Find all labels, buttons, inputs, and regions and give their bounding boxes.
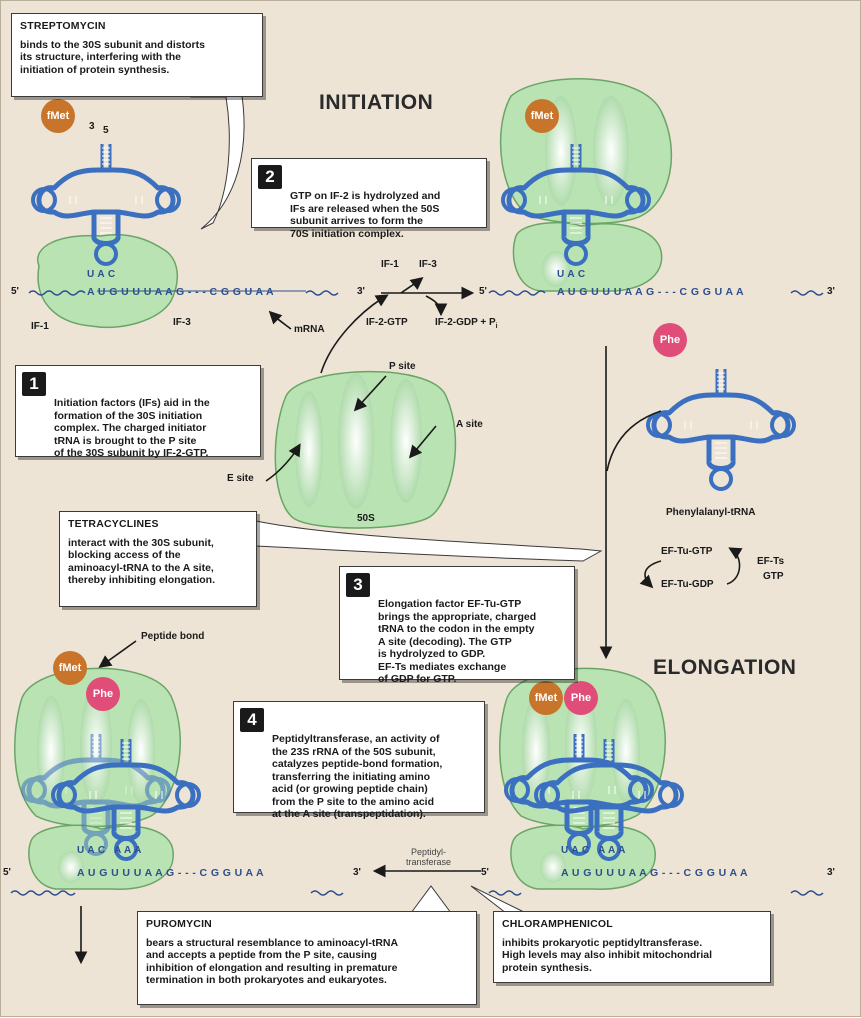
callout-chloramphenicol: CHLORAMPHENICOL inhibits prokaryotic pep… xyxy=(493,911,771,983)
step-4-box: 4 Peptidyltransferase, an activity of th… xyxy=(233,701,485,813)
label-3-prime-tl: 3' xyxy=(357,286,365,297)
label-a-site: A site xyxy=(456,419,483,430)
label-5-prime-tl: 5' xyxy=(11,286,19,297)
phe-badge-right: Phe xyxy=(564,681,598,715)
callout-chloramphenicol-title: CHLORAMPHENICOL xyxy=(502,918,762,931)
step-4-number: 4 xyxy=(240,708,264,732)
label-p-site: P site xyxy=(389,361,416,372)
fmet-badge-left: fMet xyxy=(53,651,87,685)
callout-puromycin-title: PUROMYCIN xyxy=(146,918,468,931)
callout-streptomycin-pointer xyxy=(186,89,244,229)
heading-initiation: INITIATION xyxy=(319,91,433,115)
arrow-mrna-label xyxy=(271,313,291,329)
arrow-eftu-cycle-a xyxy=(645,561,661,586)
label-if1: IF-1 xyxy=(31,321,49,332)
callout-streptomycin-body: binds to the 30S subunit and distorts it… xyxy=(20,39,254,77)
label-3-prime-trna: 3 xyxy=(89,121,95,132)
label-50s: 50S xyxy=(357,513,375,524)
label-3-prime-tr: 3' xyxy=(827,286,835,297)
label-peptidyl-transferase: Peptidyl- transferase xyxy=(406,847,451,867)
arrow-if-release xyxy=(401,279,421,293)
label-3-prime-bl: 3' xyxy=(353,867,361,878)
label-phenylalanyl-trna: Phenylalanyl-tRNA xyxy=(666,507,755,518)
anticodon-right-a: A A A xyxy=(598,845,626,856)
trna-phe-free xyxy=(648,369,794,489)
callout-tetracyclines-title: TETRACYCLINES xyxy=(68,518,248,531)
fmet-badge-70s: fMet xyxy=(525,99,559,133)
step-1-number: 1 xyxy=(22,372,46,396)
callout-puromycin: PUROMYCIN bears a structural resemblance… xyxy=(137,911,477,1005)
label-efts: EF-Ts xyxy=(757,556,784,567)
callout-chloramphenicol-pointer xyxy=(471,886,526,913)
fmet-badge-initiation: fMet xyxy=(41,99,75,133)
fmet-badge-right: fMet xyxy=(529,681,563,715)
phe-badge-free: Phe xyxy=(653,323,687,357)
step-3-number: 3 xyxy=(346,573,370,597)
mrna-sequence-bl: A U G U U U A A G - - - C G G U A A xyxy=(77,867,264,879)
anticodon-right-p: U A C xyxy=(561,845,589,856)
step-1-box: 1 Initiation factors (IFs) aid in the fo… xyxy=(15,365,261,457)
label-mrna: mRNA xyxy=(294,324,325,335)
anticodon-left-a: A A A xyxy=(114,845,142,856)
label-5-prime-trna: 5 xyxy=(103,125,109,136)
heading-elongation: ELONGATION xyxy=(653,656,796,680)
mrna-sequence-tl: A U G U U U A A G - - - C G G U A A xyxy=(87,286,274,298)
step-3-box: 3 Elongation factor EF-Tu-GTP brings the… xyxy=(339,566,575,680)
step-2-box: 2 GTP on IF-2 is hydrolyzed and IFs are … xyxy=(251,158,487,228)
callout-streptomycin-title: STREPTOMYCIN xyxy=(20,20,254,33)
callout-puromycin-body: bears a structural resemblance to aminoa… xyxy=(146,937,468,987)
anticodon-left-p: U A C xyxy=(77,845,105,856)
arrow-50s-joins xyxy=(321,296,386,373)
callout-chloramphenicol-body: inhibits prokaryotic peptidyltransferase… xyxy=(502,937,762,975)
label-if2-gtp: IF-2-GTP xyxy=(366,317,408,328)
arrow-if2gdp xyxy=(426,296,441,313)
label-gtp: GTP xyxy=(763,571,784,582)
mrna-sequence-tr: A U G U U U A A G - - - C G G U A A xyxy=(557,286,744,298)
callout-tetracyclines-pointer xyxy=(256,521,601,561)
label-5-prime-bl: 5' xyxy=(3,867,11,878)
label-eftu-gdp: EF-Tu-GDP xyxy=(661,579,714,590)
label-eftu-gtp: EF-Tu-GTP xyxy=(661,546,712,557)
callout-tetracyclines-body: interact with the 30S subunit, blocking … xyxy=(68,537,248,587)
step-2-number: 2 xyxy=(258,165,282,189)
phe-badge-left: Phe xyxy=(86,677,120,711)
step-4-text: Peptidyltransferase, an activity of the … xyxy=(272,733,442,820)
label-if1-released: IF-1 xyxy=(381,259,399,270)
label-if2-gdp: IF-2-GDP + Pi xyxy=(435,317,498,330)
label-if3: IF-3 xyxy=(173,317,191,328)
ribosome-30s-initiation xyxy=(38,235,178,328)
label-5-prime-tr: 5' xyxy=(479,286,487,297)
label-5-prime-br: 5' xyxy=(481,867,489,878)
label-if3-released: IF-3 xyxy=(419,259,437,270)
step-3-text: Elongation factor EF-Tu-GTP brings the a… xyxy=(378,598,536,685)
step-1-text: Initiation factors (IFs) aid in the form… xyxy=(54,397,210,459)
mrna-sequence-br: A U G U U U A A G - - - C G G U A A xyxy=(561,867,748,879)
anticodon-70s: U A C xyxy=(557,269,585,280)
label-3-prime-br: 3' xyxy=(827,867,835,878)
label-peptide-bond: Peptide bond xyxy=(141,631,204,642)
callout-streptomycin: STREPTOMYCIN binds to the 30S subunit an… xyxy=(11,13,263,97)
label-e-site: E site xyxy=(227,473,254,484)
arrow-eftu-cycle-b xyxy=(727,549,740,584)
callout-puromycin-pointer xyxy=(411,886,451,913)
arrow-peptide-bond xyxy=(101,641,136,666)
callout-tetracyclines: TETRACYCLINES interact with the 30S subu… xyxy=(59,511,257,607)
anticodon-initiation: U A C xyxy=(87,269,115,280)
